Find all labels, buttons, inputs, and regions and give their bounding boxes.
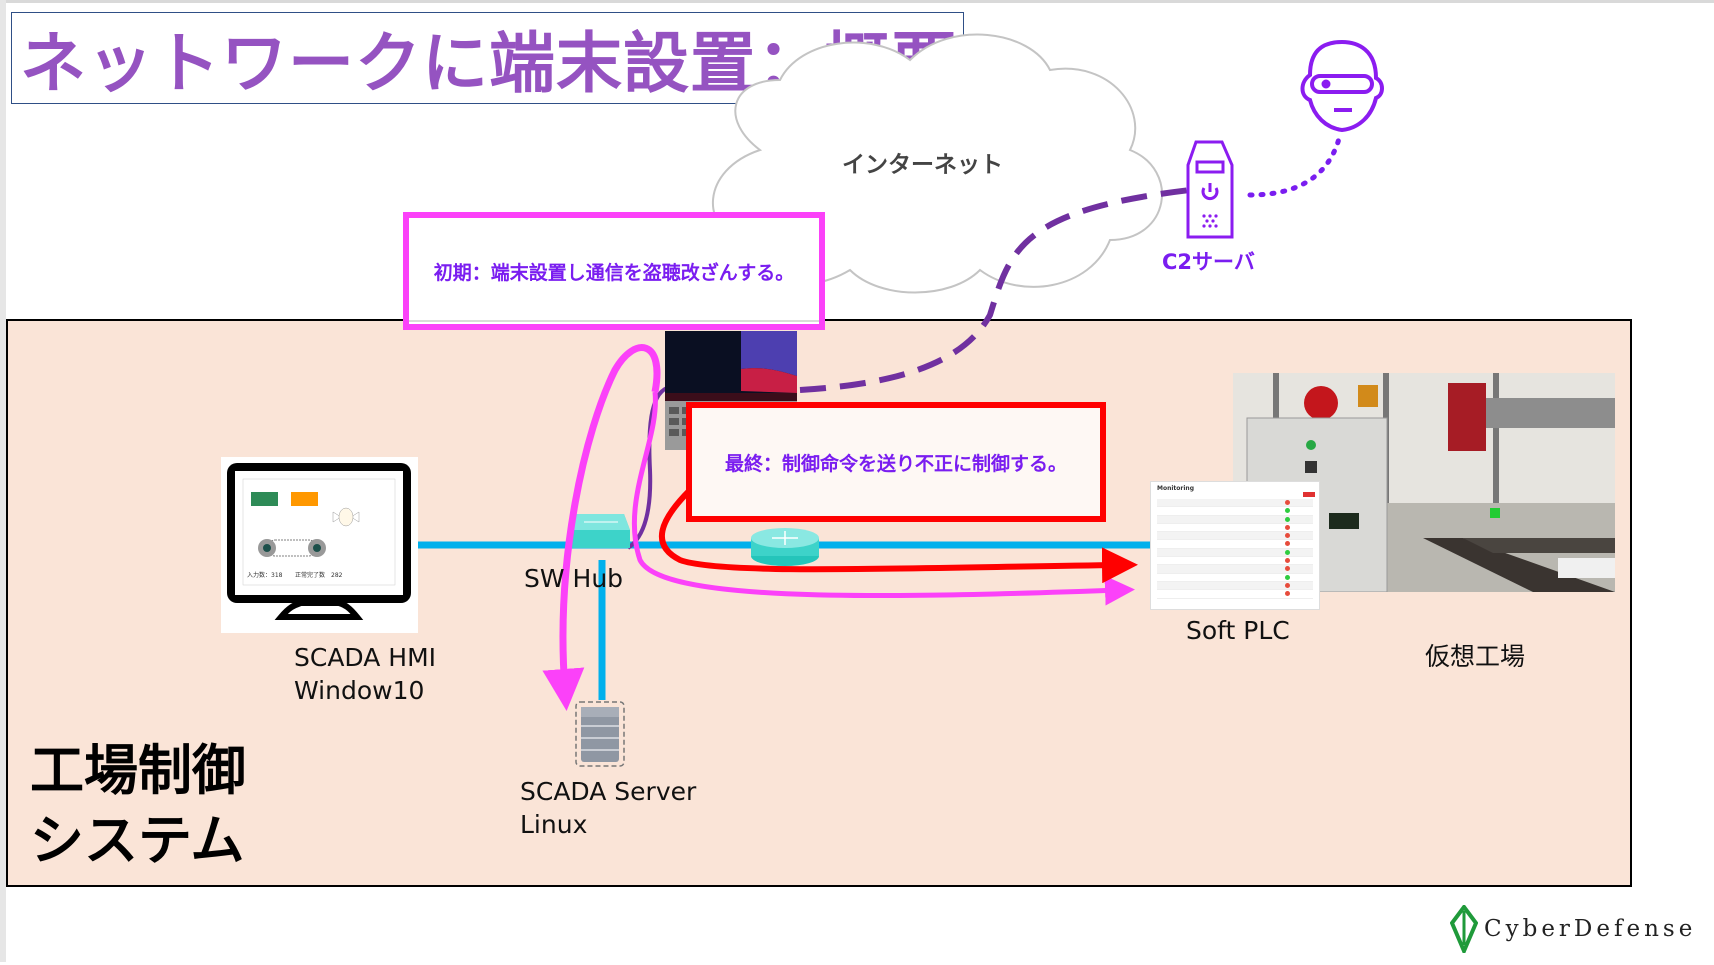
router-icon bbox=[751, 528, 819, 566]
scada-server-label-line1: SCADA Server bbox=[520, 777, 697, 806]
plc-table-row bbox=[1157, 548, 1313, 558]
monitor-icon bbox=[227, 463, 411, 620]
plc-table-row bbox=[1157, 557, 1313, 566]
c2-dashed-link bbox=[799, 187, 1191, 393]
callout-initial-phase: 初期：端末設置し通信を盗聴改ざんする。 bbox=[403, 212, 825, 330]
scada-server-label: SCADA Server Linux bbox=[520, 775, 696, 841]
soft-plc-label: Soft PLC bbox=[1186, 616, 1290, 645]
virtual-factory-label: 仮想工場 bbox=[1425, 642, 1526, 671]
plc-table-row bbox=[1157, 532, 1313, 541]
attacker-icon bbox=[1300, 39, 1384, 133]
cyberdefense-logo: CyberDefense bbox=[1450, 905, 1696, 953]
plc-panel-button[interactable] bbox=[1303, 492, 1315, 497]
sw-hub-label: SW Hub bbox=[524, 564, 624, 593]
final-path-to-plc bbox=[659, 487, 1138, 584]
plc-table-row bbox=[1157, 574, 1313, 582]
plc-table bbox=[1151, 499, 1319, 599]
scada-server-label-line2: Linux bbox=[520, 810, 588, 839]
plc-table-row bbox=[1157, 565, 1313, 574]
zone-title-line1: 工場制御 bbox=[30, 739, 246, 802]
cyberdefense-logo-text: CyberDefense bbox=[1484, 916, 1697, 942]
callout-final-phase: 最終：制御命令を送り不正に制御する。 bbox=[686, 402, 1106, 522]
virtual-factory-image bbox=[1233, 373, 1615, 592]
plc-table-row bbox=[1157, 581, 1313, 591]
scada-server-icon bbox=[575, 701, 625, 767]
plc-table-row bbox=[1157, 524, 1313, 533]
slide-left-edge bbox=[0, 0, 6, 962]
hmi-label-line2: Window10 bbox=[294, 676, 425, 705]
c2-server-label: C2サーバ bbox=[1162, 250, 1255, 274]
c2-server-icon bbox=[1186, 140, 1234, 239]
zone-title: 工場制御 システム bbox=[30, 736, 246, 876]
zone-title-line2: システム bbox=[30, 809, 245, 872]
plc-table-row bbox=[1157, 507, 1313, 516]
attacker-dotted-link bbox=[1247, 132, 1343, 198]
callout-initial-text: 初期：端末設置し通信を盗聴改ざんする。 bbox=[433, 261, 795, 284]
plc-table-row bbox=[1157, 515, 1313, 524]
initial-path-to-plc bbox=[631, 391, 1135, 606]
scada-hmi-monitor: 入力数：318 正常完了数 282 bbox=[221, 457, 418, 633]
hmi-counter-left: 入力数：318 bbox=[247, 572, 283, 579]
cyberdefense-logo-icon bbox=[1450, 905, 1478, 953]
hmi-label-line1: SCADA HMI bbox=[294, 643, 437, 672]
callout-final-text: 最終：制御命令を送り不正に制御する。 bbox=[724, 452, 1067, 475]
plc-table-row bbox=[1157, 499, 1313, 508]
initial-path-to-server bbox=[542, 344, 661, 711]
hmi-counter-right: 正常完了数 282 bbox=[295, 572, 343, 579]
internet-label: インターネット bbox=[842, 152, 1003, 178]
soft-plc-monitoring-panel: Monitoring bbox=[1150, 481, 1320, 610]
plc-table-row bbox=[1157, 590, 1313, 599]
sw-hub-icon bbox=[572, 514, 630, 548]
plc-table-row bbox=[1157, 540, 1313, 549]
plc-panel-header: Monitoring bbox=[1157, 485, 1194, 492]
hmi-label: SCADA HMI Window10 bbox=[294, 641, 436, 707]
